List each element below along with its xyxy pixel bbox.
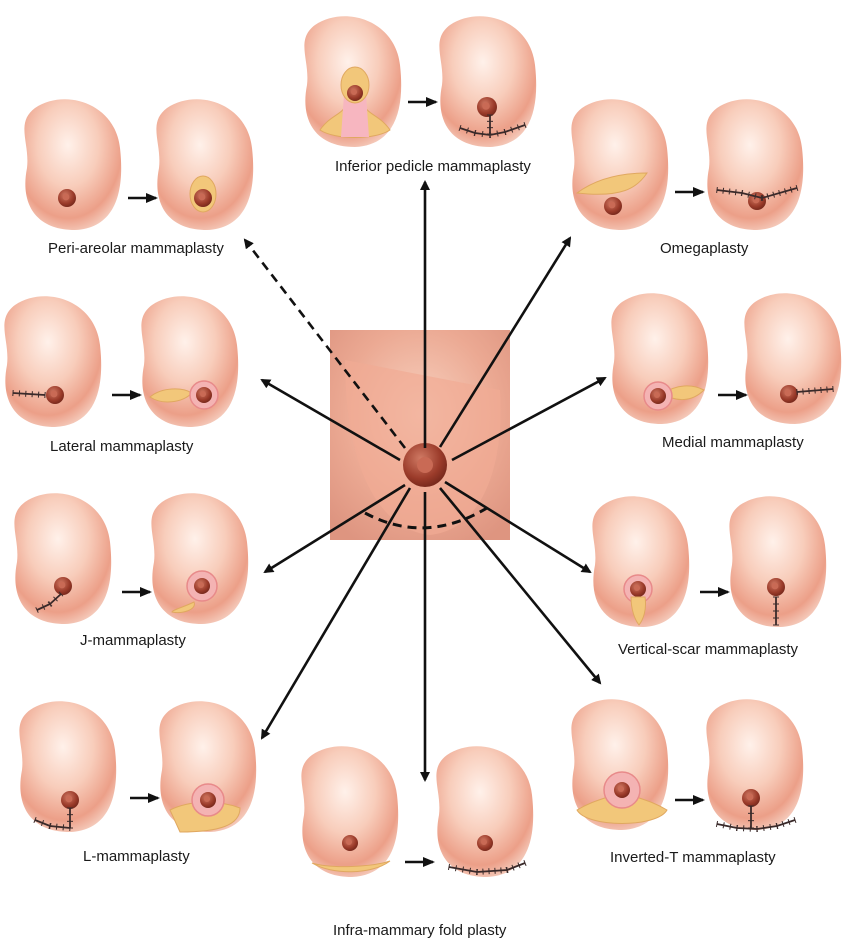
label-vertical-scar: Vertical-scar mammaplasty (618, 641, 798, 658)
omegaplasty-after (706, 99, 803, 230)
inverted-t-after (706, 699, 803, 832)
medial-before (611, 293, 708, 424)
inferior-pedicle-before (304, 16, 401, 147)
j-after (151, 493, 248, 624)
infra-mammary-before (301, 746, 398, 877)
medial-after (744, 293, 841, 424)
lateral-before (4, 296, 101, 427)
vertical-scar-before (592, 496, 689, 627)
label-lateral: Lateral mammaplasty (50, 438, 193, 455)
label-inverted-t: Inverted-T mammaplasty (610, 849, 776, 866)
label-medial: Medial mammaplasty (662, 434, 804, 451)
lateral-after (141, 296, 238, 427)
label-inferior-pedicle: Inferior pedicle mammaplasty (335, 158, 531, 175)
l-before (19, 701, 116, 832)
peri-areolar-after (156, 99, 253, 230)
label-infra-mammary: Infra-mammary fold plasty (333, 922, 506, 939)
inverted-t-before (571, 699, 668, 830)
j-before (14, 493, 111, 624)
omegaplasty-before (571, 99, 668, 230)
label-omegaplasty: Omegaplasty (660, 240, 748, 257)
infra-mammary-after (436, 746, 533, 877)
label-j: J-mammaplasty (80, 632, 186, 649)
label-peri-areolar: Peri-areolar mammaplasty (48, 240, 224, 257)
peri-areolar-before (24, 99, 121, 230)
arrow-inverted-t (440, 488, 600, 683)
label-l: L-mammaplasty (83, 848, 190, 865)
vertical-scar-after (729, 496, 826, 627)
inferior-pedicle-after (439, 16, 536, 147)
l-after (159, 701, 256, 832)
